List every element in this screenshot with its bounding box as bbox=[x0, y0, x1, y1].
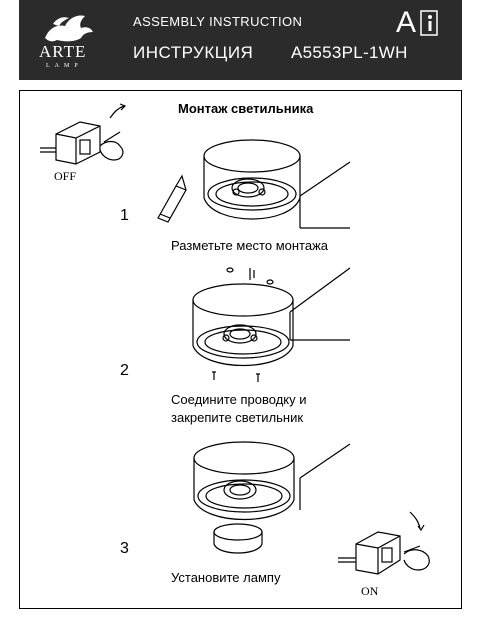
step2-caption-line2: закрепите светильник bbox=[171, 410, 304, 425]
step2-caption-line1: Соедините проводку и bbox=[171, 392, 307, 407]
instruction-frame bbox=[19, 90, 462, 609]
category-letter: A bbox=[396, 6, 417, 39]
step3-illustration bbox=[193, 441, 351, 554]
griffin-logo bbox=[45, 15, 93, 42]
model-number: A5553PL-1WH bbox=[291, 43, 408, 62]
info-book-icon bbox=[420, 10, 438, 36]
step2-illustration bbox=[192, 267, 351, 382]
step3-caption: Установите лампу bbox=[171, 570, 281, 585]
step1-number: 1 bbox=[120, 207, 129, 224]
switch-off-illustration bbox=[40, 103, 127, 165]
switch-off-label: OFF bbox=[54, 169, 77, 183]
switch-on-illustration bbox=[338, 511, 430, 575]
step1-caption: Разметьте место монтажа bbox=[171, 238, 329, 253]
header-bar: ARTE LAMP ASSEMBLY INSTRUCTION ИНСТРУКЦИ… bbox=[19, 0, 462, 80]
brand-name: ARTE bbox=[39, 42, 87, 61]
step1-illustration bbox=[157, 139, 351, 229]
switch-on-label: ON bbox=[361, 584, 379, 598]
step3-number: 3 bbox=[120, 540, 129, 557]
section-title: Монтаж светильника bbox=[178, 101, 314, 116]
title-english: ASSEMBLY INSTRUCTION bbox=[133, 14, 303, 29]
title-russian: ИНСТРУКЦИЯ bbox=[133, 43, 254, 62]
step2-number: 2 bbox=[120, 362, 129, 379]
brand-subtitle: LAMP bbox=[46, 63, 83, 69]
